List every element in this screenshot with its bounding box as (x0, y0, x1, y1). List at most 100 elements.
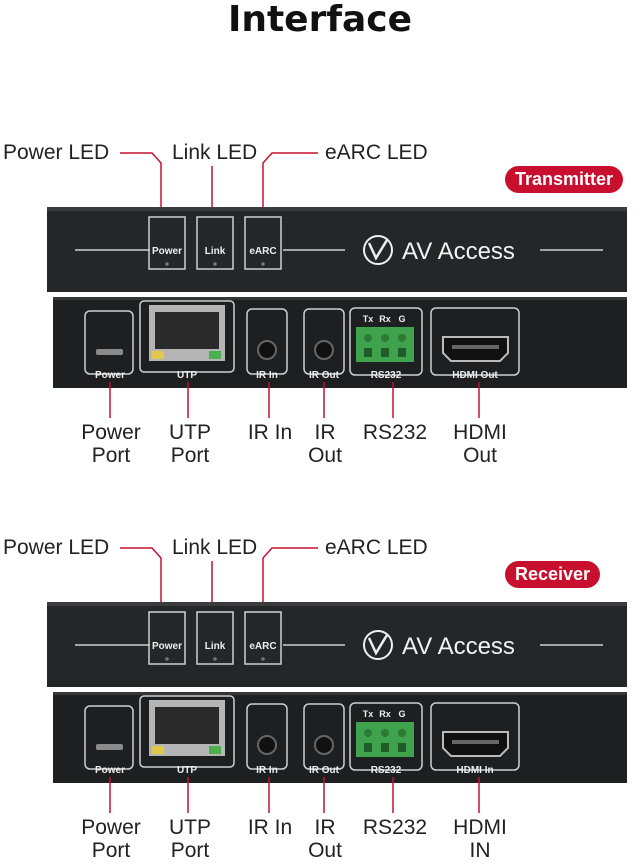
transmitter-section: Power LED Link LED eARC LED Transmitter … (0, 0, 640, 467)
ir-out-text: IR Out (309, 370, 340, 381)
ir-out-label-line1: IR (314, 421, 336, 444)
rj45-led-green (209, 746, 221, 754)
utp-port-text: UTP (177, 370, 197, 381)
power-port-icon (96, 349, 123, 355)
rs232-pin-g: G (398, 709, 405, 719)
power-led-text: Power (152, 641, 182, 652)
rs232-pin-rx: Rx (379, 314, 391, 324)
rs232-screw-3 (398, 729, 406, 737)
device-role-badge: Transmitter (505, 166, 624, 193)
earc-led-label: eARC LED (325, 141, 428, 164)
ir-out-jack-icon (314, 735, 334, 755)
hdmi-label-line1: HDMI (453, 816, 507, 839)
hdmi-label-line2: IN (469, 839, 491, 862)
link-led-box (196, 611, 234, 665)
ir-in-text: IR In (256, 370, 278, 381)
earc-led-icon (261, 657, 265, 661)
link-led-icon (213, 657, 217, 661)
ir-in-label-line1: IR In (247, 421, 293, 444)
ir-out-frame (303, 308, 345, 375)
rs232-slot-2 (381, 348, 389, 357)
device-illustration: Power Link eARC AV Access Power UTP IR I… (47, 152, 627, 418)
rs232-screw-2 (381, 334, 389, 342)
rs232-screw-1 (364, 729, 372, 737)
ir-in-jack-icon (257, 735, 277, 755)
rs232-pin-tx: Tx (363, 709, 374, 719)
bottom-callout-lines (109, 382, 480, 418)
power-led-label: Power LED (3, 141, 110, 164)
link-led-text: Link (205, 246, 226, 257)
power-port-label: Power Port (81, 421, 141, 467)
hdmi-pins (452, 345, 499, 349)
earc-led-icon (261, 262, 265, 266)
earc-led-label: eARC LED (325, 536, 428, 559)
ir-out-jack-icon (314, 340, 334, 360)
ir-out-text: IR Out (309, 765, 340, 776)
power-port-text: Power (95, 765, 125, 776)
ir-out-frame (303, 703, 345, 770)
rj45-led-green (209, 351, 221, 359)
rs232-pin-tx: Tx (363, 314, 374, 324)
hdmi-label: HDMI Out (453, 421, 507, 467)
ir-in-frame (246, 703, 288, 770)
ir-out-label-line2: Out (308, 444, 342, 467)
rj45-led-yellow (152, 351, 164, 359)
earc-led-callout (262, 152, 318, 216)
ir-in-jack-icon (257, 340, 277, 360)
rs232-label-line1: RS232 (362, 816, 428, 839)
device-illustration: Power Link eARC AV Access Power UTP IR I… (47, 547, 627, 813)
rs232-screw-2 (381, 729, 389, 737)
power-led-box (148, 611, 186, 665)
utp-port-text: UTP (177, 765, 197, 776)
hdmi-text: HDMI Out (452, 370, 498, 381)
av-access-logo-icon (363, 235, 393, 265)
rs232-screw-3 (398, 334, 406, 342)
receiver-section: Power LED Link LED eARC LED Receiver Pow… (0, 395, 640, 862)
power-port-label-line1: Power (81, 421, 141, 444)
utp-port-label: UTP Port (169, 816, 211, 862)
power-port-label-line1: Power (81, 816, 141, 839)
link-led-label: Link LED (172, 536, 258, 559)
ir-in-label: IR In (248, 421, 292, 444)
rear-panel (53, 692, 627, 783)
device-role-badge: Receiver (505, 561, 601, 588)
page-title: Interface (227, 0, 413, 40)
rs232-frame (349, 702, 423, 771)
rs232-slot-3 (398, 348, 406, 357)
utp-port-label-line2: Port (170, 839, 210, 862)
link-led-box (196, 216, 234, 270)
hdmi-label: HDMI IN (453, 816, 507, 862)
link-led-text: Link (205, 641, 226, 652)
power-port-icon (96, 744, 123, 750)
rs232-text: RS232 (371, 370, 402, 381)
rs232-slot-1 (364, 348, 372, 357)
utp-port-label-line1: UTP (169, 816, 211, 839)
bottom-callout-lines (109, 777, 480, 813)
power-port-label: Power Port (81, 816, 141, 862)
rs232-frame (349, 307, 423, 376)
front-panel-edge (47, 207, 627, 211)
power-port-label-line2: Port (91, 839, 131, 862)
power-led-box (148, 216, 186, 270)
power-led-icon (165, 262, 169, 266)
power-led-text: Power (152, 246, 182, 257)
ir-in-frame (246, 308, 288, 375)
rs232-label: RS232 (363, 421, 427, 444)
rear-panel-edge (53, 297, 627, 300)
rj45-opening (155, 707, 219, 744)
ir-out-label-line1: IR (314, 816, 336, 839)
earc-led-box (244, 611, 282, 665)
top-callout-lines (120, 547, 318, 611)
earc-led-text: eARC (249, 246, 276, 257)
rs232-slot-2 (381, 743, 389, 752)
brand-text: AV Access (402, 633, 515, 660)
earc-led-text: eARC (249, 641, 276, 652)
device-role-text: Receiver (515, 564, 591, 584)
front-panel-edge (47, 602, 627, 606)
ir-out-label: IR Out (308, 421, 342, 467)
rs232-label-line1: RS232 (362, 421, 428, 444)
power-led-label: Power LED (3, 536, 110, 559)
power-led-callout (120, 547, 162, 611)
power-port-label-line2: Port (91, 444, 131, 467)
rs232-label: RS232 (363, 816, 427, 839)
